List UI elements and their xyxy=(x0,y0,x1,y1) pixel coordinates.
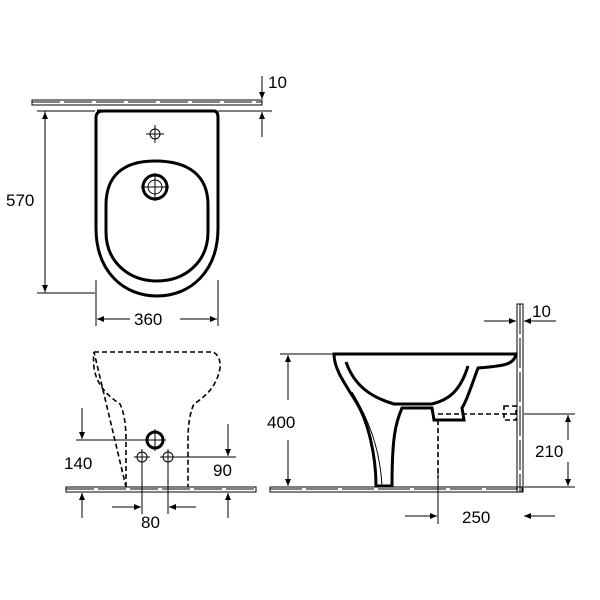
rim-height-label: 400 xyxy=(267,413,295,432)
rear-inlet-hole xyxy=(144,429,166,451)
top-view-bowl-outline xyxy=(94,109,220,298)
side-view: 400 10 210 250 xyxy=(267,302,575,527)
rear-view-outline xyxy=(92,351,221,488)
side-view-basin-inner xyxy=(344,361,470,406)
inlet-height-dimension: 140 xyxy=(64,408,146,518)
width-dimension: 360 xyxy=(95,280,219,329)
side-view-floor xyxy=(269,486,523,493)
side-wall-gap-label: 10 xyxy=(532,302,551,321)
top-wall-gap-label: 10 xyxy=(268,73,287,92)
top-wall-gap-dimension: 10 xyxy=(218,73,287,137)
depth-dimension: 570 xyxy=(6,110,95,294)
rim-height-dimension: 400 xyxy=(267,353,333,486)
drain-symbol xyxy=(141,173,169,201)
top-view-basin xyxy=(104,159,210,283)
side-view-body xyxy=(332,352,518,488)
top-view: 10 570 360 xyxy=(6,73,287,329)
drain-distance-dimension: 250 xyxy=(405,470,555,527)
top-view-wall xyxy=(31,99,263,106)
side-view-pedestal-inner xyxy=(351,391,383,487)
side-view-wall xyxy=(516,303,524,493)
tap-hole-symbol xyxy=(146,125,164,143)
rear-view-floor xyxy=(65,486,257,493)
drain-height-label: 210 xyxy=(535,442,563,461)
rear-view: 140 90 80 xyxy=(64,351,257,532)
side-view-siphon xyxy=(437,405,517,478)
depth-label: 570 xyxy=(6,191,34,210)
drain-height-dimension: 210 xyxy=(524,413,575,488)
outlet-height-dimension: 90 xyxy=(174,424,236,518)
outlet-height-label: 90 xyxy=(213,461,232,480)
inlet-height-label: 140 xyxy=(64,454,92,473)
width-label: 360 xyxy=(134,310,162,329)
outlet-spacing-dimension: 80 xyxy=(112,462,196,532)
side-wall-gap-dimension: 10 xyxy=(484,302,556,324)
drain-distance-label: 250 xyxy=(462,508,490,527)
outlet-spacing-label: 80 xyxy=(141,513,160,532)
